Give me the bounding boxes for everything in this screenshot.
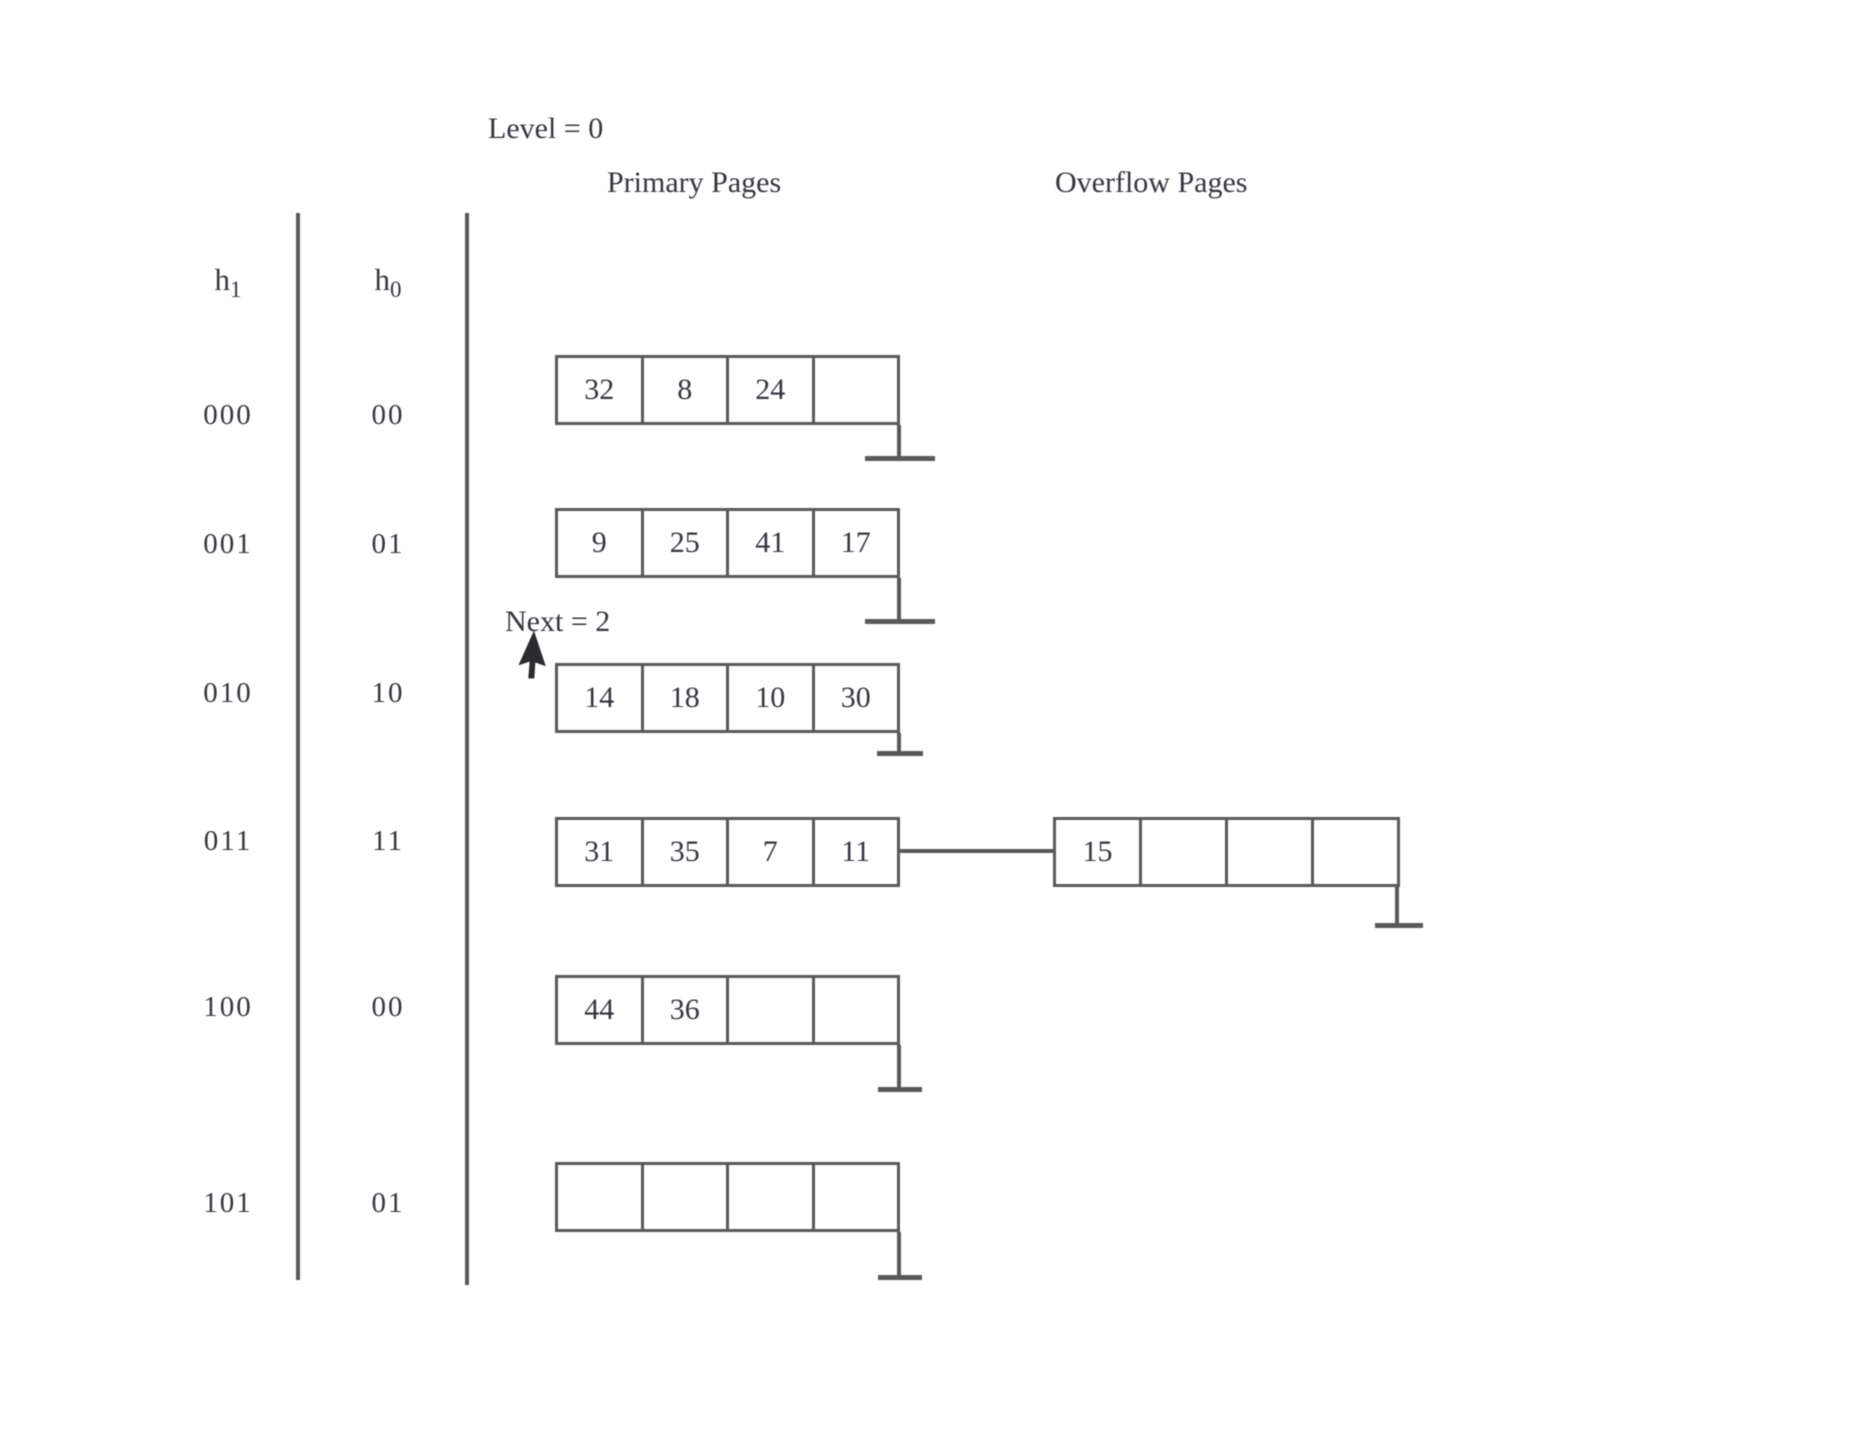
h1-value-row0: 000 [203,399,253,431]
bucket-cell: 25 [640,511,727,575]
h1-value-row3: 011 [203,825,253,857]
h1-subscript: 1 [230,277,242,303]
h1-value-row1: 001 [203,528,253,560]
level-label: Level = 0 [488,112,604,145]
ground-null-pointer-icon [1375,923,1423,928]
h0-base: h [374,262,391,297]
bucket-cell [640,1165,727,1229]
ground-null-pointer-icon [865,456,935,461]
h1-column-header: h1 [178,262,278,301]
ground-null-pointer-icon [878,1275,922,1280]
bucket-cell [811,978,898,1042]
bucket-cell: 9 [591,526,607,559]
overflow-cell: 15 [1082,835,1113,868]
h0-column-header: h0 [338,262,438,301]
ground-null-pointer-icon [897,578,901,619]
ground-null-pointer-icon [1395,887,1399,923]
ground-null-pointer-icon [877,751,923,756]
h1-value-row2: 010 [203,677,253,709]
primary-bucket-row1: 9 25 41 17 [555,508,900,578]
bucket-cell: 17 [811,511,898,575]
primary-bucket-row5 [555,1162,900,1232]
overflow-cell [1225,820,1311,884]
overflow-bucket-row3: 15 [1053,817,1400,887]
primary-bucket-row4: 44 36 [555,975,900,1045]
h0-value-row2: 10 [371,677,405,709]
h1-base: h [214,262,231,297]
ground-null-pointer-icon [897,733,901,751]
h1-value-row5: 101 [203,1187,253,1219]
bucket-cell: 41 [726,511,812,575]
overflow-cell [1139,820,1225,884]
bucket-cell: 44 [584,993,615,1026]
ground-null-pointer-icon [897,1232,901,1275]
h0-value-row0: 00 [371,399,405,431]
mouse-cursor-icon [518,630,546,679]
primary-pages-heading: Primary Pages [607,166,782,199]
primary-bucket-row2: 14 18 10 30 [555,663,900,733]
h0-value-row5: 01 [371,1187,405,1219]
bucket-cell [811,358,898,422]
bucket-cell: 18 [640,666,727,730]
divider-h1-h0 [296,213,300,1280]
bucket-cell: 32 [584,373,615,406]
h0-value-row3: 11 [372,825,404,857]
bucket-cell: 35 [640,820,727,884]
overflow-pages-heading: Overflow Pages [1055,166,1248,199]
bucket-cell [726,1165,812,1229]
bucket-cell: 10 [726,666,812,730]
bucket-cell: 7 [726,820,812,884]
primary-bucket-row0: 32 8 24 [555,355,900,425]
bucket-cell [726,978,812,1042]
ground-null-pointer-icon [865,619,935,624]
h1-value-row4: 100 [203,991,253,1023]
bucket-cell: 11 [811,820,898,884]
bucket-cell: 31 [584,835,615,868]
h0-value-row1: 01 [371,528,405,560]
bucket-cell: 8 [640,358,727,422]
ground-null-pointer-icon [878,1087,922,1092]
bucket-cell: 36 [640,978,727,1042]
h0-subscript: 0 [390,277,402,303]
ground-null-pointer-icon [897,1045,901,1087]
h0-value-row4: 00 [371,991,405,1023]
ground-null-pointer-icon [897,425,901,456]
primary-bucket-row3: 31 35 7 11 [555,817,900,887]
bucket-cell: 24 [726,358,812,422]
bucket-cell: 30 [811,666,898,730]
next-pointer-label: Next = 2 [505,605,611,638]
overflow-cell [1311,820,1397,884]
divider-h0-pages [465,213,469,1285]
bucket-cell [811,1165,898,1229]
overflow-chain-link [900,849,1055,853]
bucket-cell [558,1165,641,1229]
bucket-cell: 14 [584,681,615,714]
